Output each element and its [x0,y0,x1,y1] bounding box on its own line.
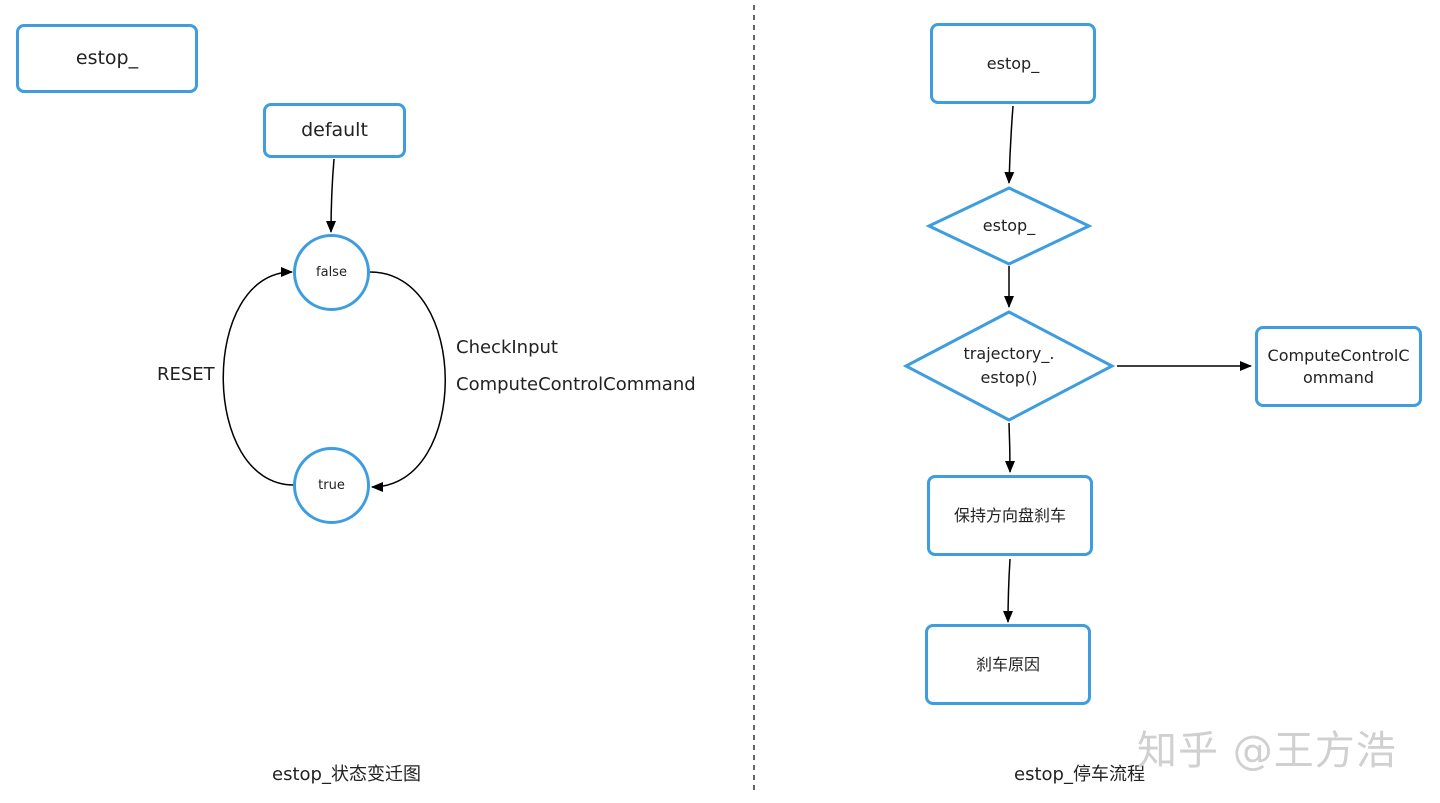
legend-box-label: estop_ [75,46,139,69]
default-state-box: default [263,103,406,158]
arrow-reset [222,267,295,486]
arrow-default-to-false [326,158,337,233]
compute-box-line1: ComputeControlC [1267,345,1410,365]
arrow-check-compute [369,271,446,492]
arrow-hold-to-reason [1003,558,1014,623]
hold-box-label: 保持方向盘刹车 [953,505,1066,525]
decision-estop-label: estop_ [982,216,1036,235]
compute-command-box: ComputeControlC ommand [1255,326,1422,407]
arrow-start-to-decision [1004,105,1015,184]
decision-trajectory: trajectory_. estop() [906,338,1112,394]
left-caption: estop_状态变迁图 [272,764,421,785]
start-box: estop_ [930,23,1096,104]
decision-trajectory-shape [902,310,1116,422]
watermark: 知乎 @王方浩 [1137,728,1397,774]
true-state-label: true [318,478,345,493]
legend-box: estop_ [16,24,198,93]
decision-trajectory-line1: trajectory_. [963,344,1055,363]
default-state-label: default [301,118,368,141]
check-input-label: CheckInput [456,337,558,358]
false-state-node: false [293,234,370,311]
compute-box-line2: ommand [1302,367,1375,387]
true-state-node: true [293,447,370,524]
start-box-label: estop_ [986,53,1040,73]
right-caption: estop_停车流程 [1014,764,1145,785]
hold-steering-brake-box: 保持方向盘刹车 [927,475,1093,556]
reason-box-label: 刹车原因 [975,654,1040,674]
compute-command-label: ComputeControlCommand [456,374,696,395]
reset-label: RESET [157,364,215,385]
decision-estop-shape [925,186,1093,266]
brake-reason-box: 刹车原因 [925,624,1091,705]
decision-trajectory-line2: estop() [980,368,1038,387]
false-state-label: false [316,265,347,280]
decision-estop: estop_ [929,208,1089,244]
arrow-trajectory-to-hold [1004,422,1015,473]
